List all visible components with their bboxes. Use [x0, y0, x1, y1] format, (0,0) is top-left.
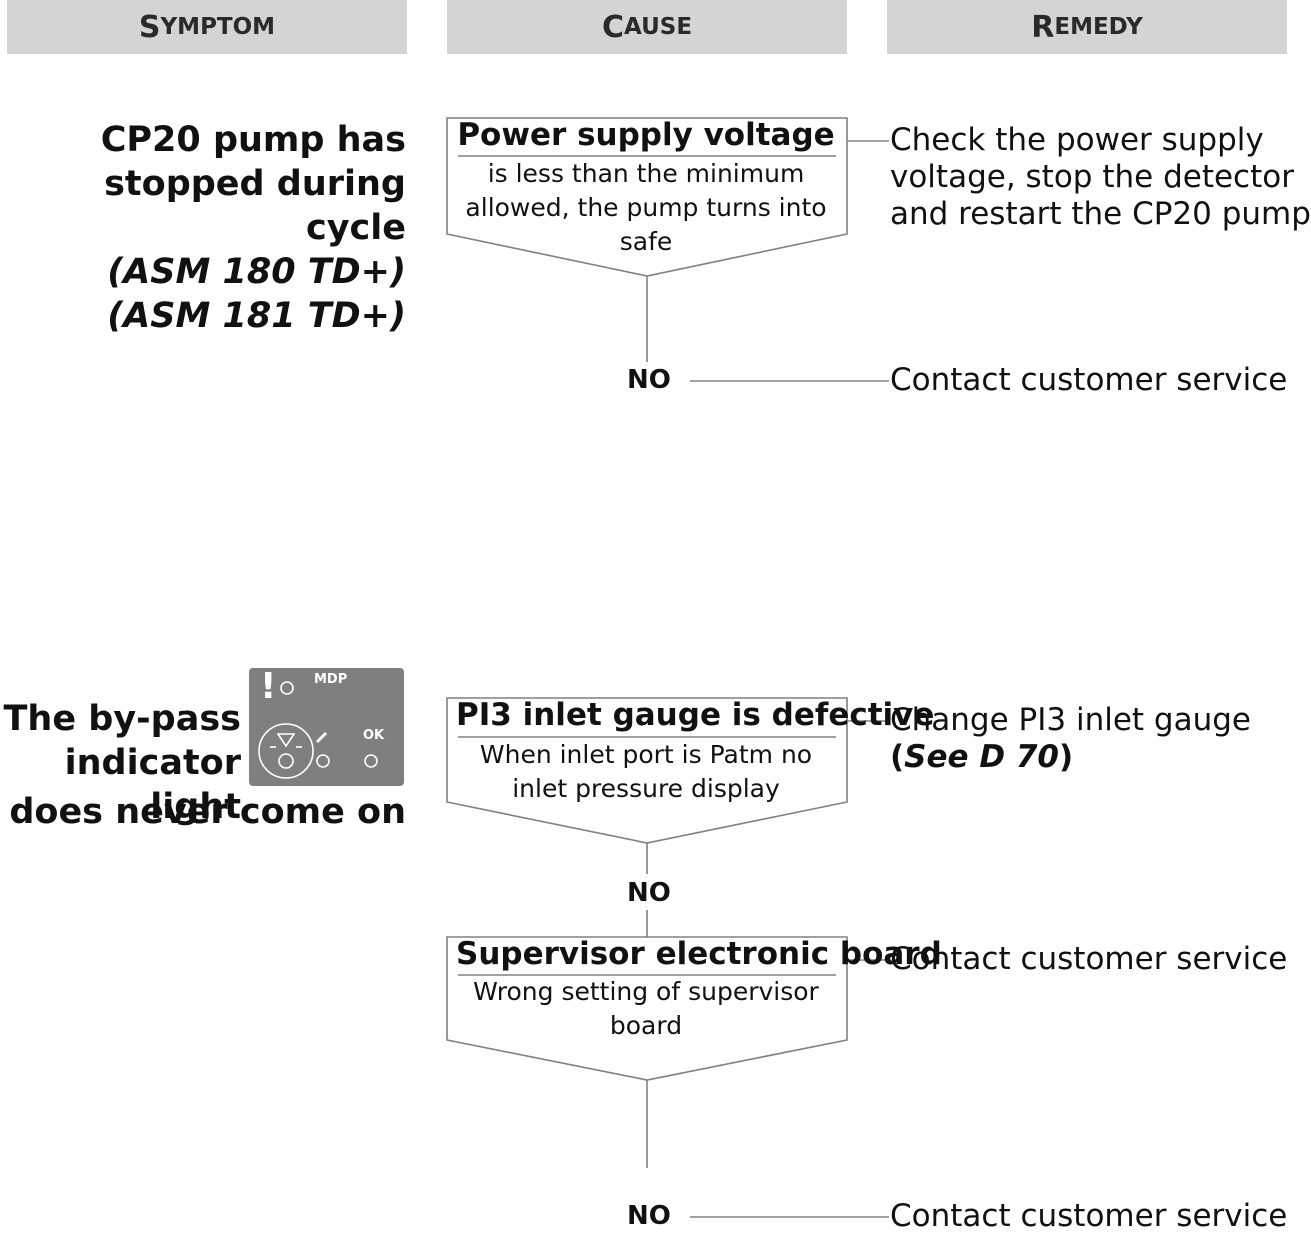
ok-label: OK	[363, 728, 385, 743]
remedy-contact-service: Contact customer service	[890, 362, 1288, 398]
paren: )	[1059, 739, 1074, 775]
panel-graphics	[258, 681, 378, 779]
paren: (	[890, 739, 905, 775]
bypass-triangle-icon	[276, 733, 296, 748]
cause-body-supervisor: Wrong setting of supervisor board	[456, 975, 836, 1043]
header-remedy-initial: R	[1031, 9, 1055, 45]
header-symptom-rest: YMPTOM	[160, 14, 276, 40]
led-alarm	[280, 681, 294, 695]
cause-box-supervisor	[446, 936, 848, 1081]
header-cause-initial: C	[601, 9, 624, 45]
cause-body-line: board	[609, 1011, 683, 1040]
remedy-line: Check the power supply	[890, 122, 1264, 158]
no-label: NO	[627, 878, 671, 908]
cause-body-line: inlet pressure display	[512, 774, 780, 803]
exclamation-icon: !	[260, 666, 277, 707]
cause-title-supervisor: Supervisor electronic board	[456, 936, 942, 972]
symptom-model: (ASM 180 TD+)	[107, 252, 406, 292]
remedy-see-reference: (See D 70)	[890, 739, 1251, 776]
symptom-line: CP20 pump has	[100, 120, 406, 160]
led-bypass	[278, 753, 294, 769]
indicator-panel: ! MDP OK	[249, 666, 404, 786]
cause-title-pi3: PI3 inlet gauge is defective	[456, 697, 935, 733]
symptom-bypass-line1: The by-pass	[3, 699, 241, 739]
header-remedy-rest: EMEDY	[1054, 14, 1143, 40]
cause-body-line: Wrong setting of supervisor	[473, 977, 819, 1006]
remedy-power-supply: Check the power supply voltage, stop the…	[890, 122, 1311, 233]
remedy-contact-service: Contact customer service	[890, 1198, 1288, 1234]
cause-body: is less than the minimum allowed, the pu…	[456, 157, 836, 259]
remedy-line: and restart the CP20 pump	[890, 196, 1311, 232]
symptom-bypass-line3: does never come on	[9, 792, 406, 832]
no-label: NO	[627, 1201, 671, 1231]
led-wrench	[316, 754, 330, 768]
cause-body-line: safe	[619, 227, 673, 256]
bypass-ring	[258, 723, 314, 779]
header-symptom-initial: S	[138, 9, 161, 45]
remedy-contact-service: Contact customer service	[890, 941, 1288, 977]
cause-title: Power supply voltage	[457, 117, 835, 153]
remedy-line: Change PI3 inlet gauge	[890, 702, 1251, 738]
cause-body-line: When inlet port is Patm no	[479, 740, 813, 769]
symptom-bypass-line2: indicator light	[64, 743, 241, 827]
led-ok	[364, 754, 378, 768]
remedy-line: voltage, stop the detector	[890, 159, 1294, 195]
cause-box-power-supply	[446, 117, 848, 277]
cause-body-line: is less than the minimum	[487, 159, 805, 188]
cause-body-pi3: When inlet port is Patm no inlet pressur…	[456, 738, 836, 806]
wrench-icon	[316, 732, 327, 743]
no-label: NO	[627, 365, 671, 395]
cause-body-line: allowed, the pump turns into	[465, 193, 827, 222]
symptom-model: (ASM 181 TD+)	[107, 296, 406, 336]
remedy-pi3: Change PI3 inlet gauge (See D 70)	[890, 702, 1251, 776]
symptom-cp20: CP20 pump has stopped during cycle (ASM …	[0, 118, 406, 338]
cause-box-pi3-gauge	[446, 697, 848, 844]
symptom-line: stopped during cycle	[104, 164, 406, 248]
see-reference: See D 70	[904, 739, 1060, 775]
mdp-label: MDP	[314, 672, 348, 687]
header-cause-rest: AUSE	[623, 14, 693, 40]
